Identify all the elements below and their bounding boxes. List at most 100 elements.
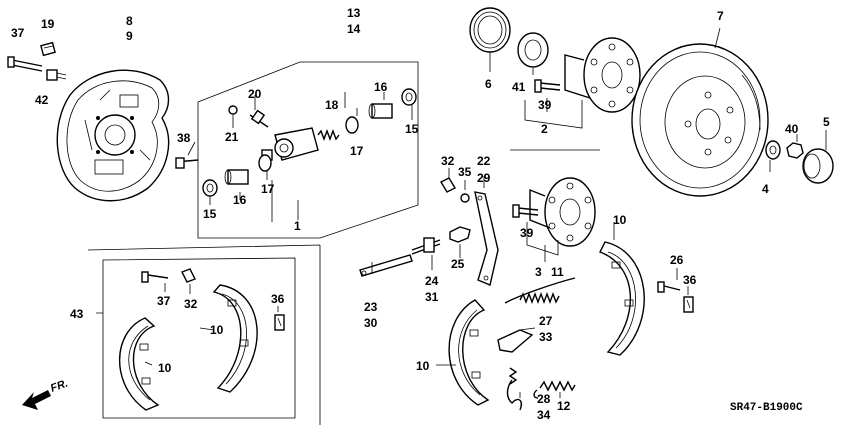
wheel-cylinder-group-box xyxy=(197,61,419,239)
callout-28: 28 xyxy=(537,392,551,406)
callout-36b: 36 xyxy=(271,292,285,306)
callout-25: 25 xyxy=(451,257,465,271)
callout-30: 30 xyxy=(364,316,378,330)
diagram-code: SR47-B1900C xyxy=(730,402,803,414)
washer-35 xyxy=(460,193,470,203)
adjuster-nut-25 xyxy=(449,226,471,243)
callout-labels: 19 8 9 37 42 13 14 20 21 18 16 15 17 38 … xyxy=(11,6,830,422)
hub-bolt-39a xyxy=(534,79,561,93)
direction-label: FR. xyxy=(49,377,70,394)
shoe-kit-box xyxy=(87,244,321,425)
callout-22: 22 xyxy=(477,154,491,168)
brake-shoe-10b xyxy=(448,299,490,406)
callout-10b: 10 xyxy=(416,359,430,373)
callout-43: 43 xyxy=(70,307,84,321)
kit-shoe-10d xyxy=(118,317,160,411)
callout-39b: 39 xyxy=(520,226,534,240)
callout-15: 15 xyxy=(405,122,419,136)
callout-9: 9 xyxy=(126,29,133,43)
callout-29: 29 xyxy=(477,171,491,185)
dust-boot-15b xyxy=(202,179,218,197)
lever-pin-32a xyxy=(440,177,456,193)
callout-41: 41 xyxy=(512,80,526,94)
callout-38: 38 xyxy=(177,131,191,145)
return-spring-upper xyxy=(504,277,576,304)
callout-11: 11 xyxy=(551,265,564,279)
callout-3: 3 xyxy=(535,265,542,279)
callout-10c: 10 xyxy=(210,323,224,337)
callout-10d: 10 xyxy=(158,361,172,375)
kit-shoe-10c xyxy=(212,284,258,393)
parking-lever-22-29 xyxy=(474,191,499,286)
washer-4 xyxy=(765,140,781,160)
return-spring-12 xyxy=(533,380,576,399)
callout-15b: 15 xyxy=(203,207,217,221)
callout-35: 35 xyxy=(458,165,472,179)
callout-4: 4 xyxy=(762,182,769,196)
callout-13: 13 xyxy=(347,6,361,20)
cylinder-spring-18 xyxy=(317,129,340,141)
callout-1: 1 xyxy=(294,219,301,233)
hold-down-spring-28-34 xyxy=(506,367,522,411)
callout-21: 21 xyxy=(225,130,239,144)
callout-16b: 16 xyxy=(233,193,247,207)
adjuster-lever-27-33 xyxy=(497,329,534,353)
callout-32: 32 xyxy=(441,154,455,168)
brake-drum-7 xyxy=(631,43,769,197)
callout-2: 2 xyxy=(541,122,548,136)
callout-32b: 32 xyxy=(184,297,198,311)
callout-33: 33 xyxy=(539,330,553,344)
front-direction-arrow-icon xyxy=(22,390,51,410)
callout-6: 6 xyxy=(485,77,492,91)
callout-34: 34 xyxy=(537,408,551,422)
callout-16: 16 xyxy=(374,80,388,94)
bleeder-screw-20 xyxy=(249,109,269,128)
callout-36: 36 xyxy=(683,273,697,287)
bearing-41 xyxy=(517,32,549,68)
callout-17b: 17 xyxy=(261,182,275,196)
callout-26: 26 xyxy=(670,253,684,267)
cylinder-piston-16b xyxy=(224,169,249,185)
callout-40: 40 xyxy=(785,122,799,136)
backing-plate xyxy=(56,69,170,202)
callout-14: 14 xyxy=(347,22,361,36)
kit-clip-36 xyxy=(274,314,285,331)
callout-42: 42 xyxy=(35,93,49,107)
adjuster-rod-23-30 xyxy=(359,254,413,277)
callout-27: 27 xyxy=(539,314,553,328)
hub-cap-5 xyxy=(802,148,834,184)
hold-down-pin-26 xyxy=(657,281,681,293)
callout-23: 23 xyxy=(364,300,378,314)
callout-20: 20 xyxy=(248,87,262,101)
callout-37b: 37 xyxy=(157,294,171,308)
callout-39: 39 xyxy=(538,98,552,112)
oil-seal-6 xyxy=(469,7,511,53)
cylinder-bolt-38 xyxy=(175,157,199,169)
adjuster-bolt-24-31 xyxy=(411,237,441,255)
cylinder-piston-16a xyxy=(368,103,393,119)
nut-42 xyxy=(46,69,67,81)
spindle-nut-40 xyxy=(786,142,804,159)
dust-boot-15a xyxy=(401,88,417,106)
callout-5: 5 xyxy=(823,115,830,129)
callout-31: 31 xyxy=(425,290,439,304)
cylinder-cup-17a xyxy=(345,116,359,134)
wheel-cylinder-body xyxy=(261,127,319,161)
callout-19: 19 xyxy=(41,17,55,31)
hub-bearing-unit-3 xyxy=(529,177,596,247)
brake-shoe-10a xyxy=(599,241,645,356)
callout-8: 8 xyxy=(126,14,133,28)
hub-bearing-unit-2 xyxy=(564,37,641,113)
callout-24: 24 xyxy=(425,274,439,288)
cap-19 xyxy=(40,41,56,57)
callout-7: 7 xyxy=(717,9,724,23)
callout-37: 37 xyxy=(11,26,25,40)
callout-18: 18 xyxy=(325,98,339,112)
backing-bolt-37 xyxy=(7,56,43,72)
cylinder-cup-17b xyxy=(258,154,272,172)
bleeder-cap-21 xyxy=(228,105,238,115)
callout-10: 10 xyxy=(613,213,627,227)
callout-12: 12 xyxy=(557,399,571,413)
